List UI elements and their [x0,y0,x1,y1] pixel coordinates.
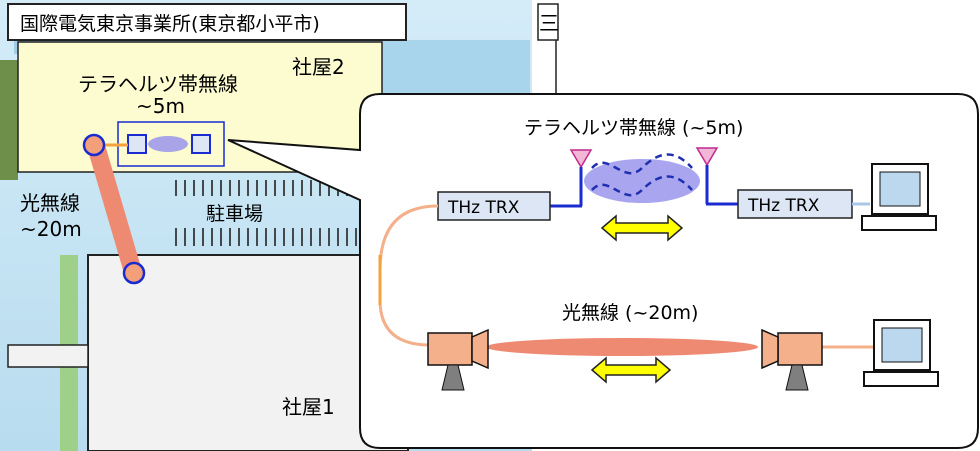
site-title: 国際電気東京事業所(東京都小平市) [20,13,320,35]
optical-arrow [590,356,672,384]
antenna-left [550,149,593,208]
thz-trx-left-label: THz TRX [447,198,520,218]
antenna-right [695,147,738,206]
computer-bottom [863,319,939,387]
trees-left [0,60,18,180]
thz-wave-upper [591,153,693,175]
optical-node-bottom [122,261,146,285]
computer-top [861,163,937,231]
corner-glyph: 三 [539,11,559,35]
thz-wave-lower [591,175,693,197]
building-1-label: 社屋1 [282,395,335,419]
building-2-label: 社屋2 [292,55,345,79]
optical-beam [486,338,758,356]
title-box [7,3,407,41]
callout-thz-title: テラヘルツ帯無線 (~5m) [524,117,743,139]
thz-trx-small-right [191,134,211,154]
building-1 [87,254,409,451]
optical-beam-map [87,137,142,281]
corner-box [537,3,559,41]
parking-label: 駐車場 [206,203,263,225]
corridor [7,344,89,368]
map-thz-range: ~5m [136,94,185,118]
thz-beam-small [148,136,188,152]
optical-node-top [82,133,106,157]
thz-trx-small-left [127,134,147,154]
map-optical-range: ~20m [20,217,82,241]
map-thz-label: テラヘルツ帯無線 [78,72,238,96]
thz-arrow [600,214,684,242]
optical-transceiver-left [427,328,489,391]
optical-transceiver-right [761,328,823,391]
callout-optical-title: 光無線 (~20m) [562,302,698,324]
map-optical-label: 光無線 [20,191,80,215]
thz-beam [584,159,700,203]
parking-lot [175,180,357,246]
thz-trx-right-label: THz TRX [747,196,820,216]
